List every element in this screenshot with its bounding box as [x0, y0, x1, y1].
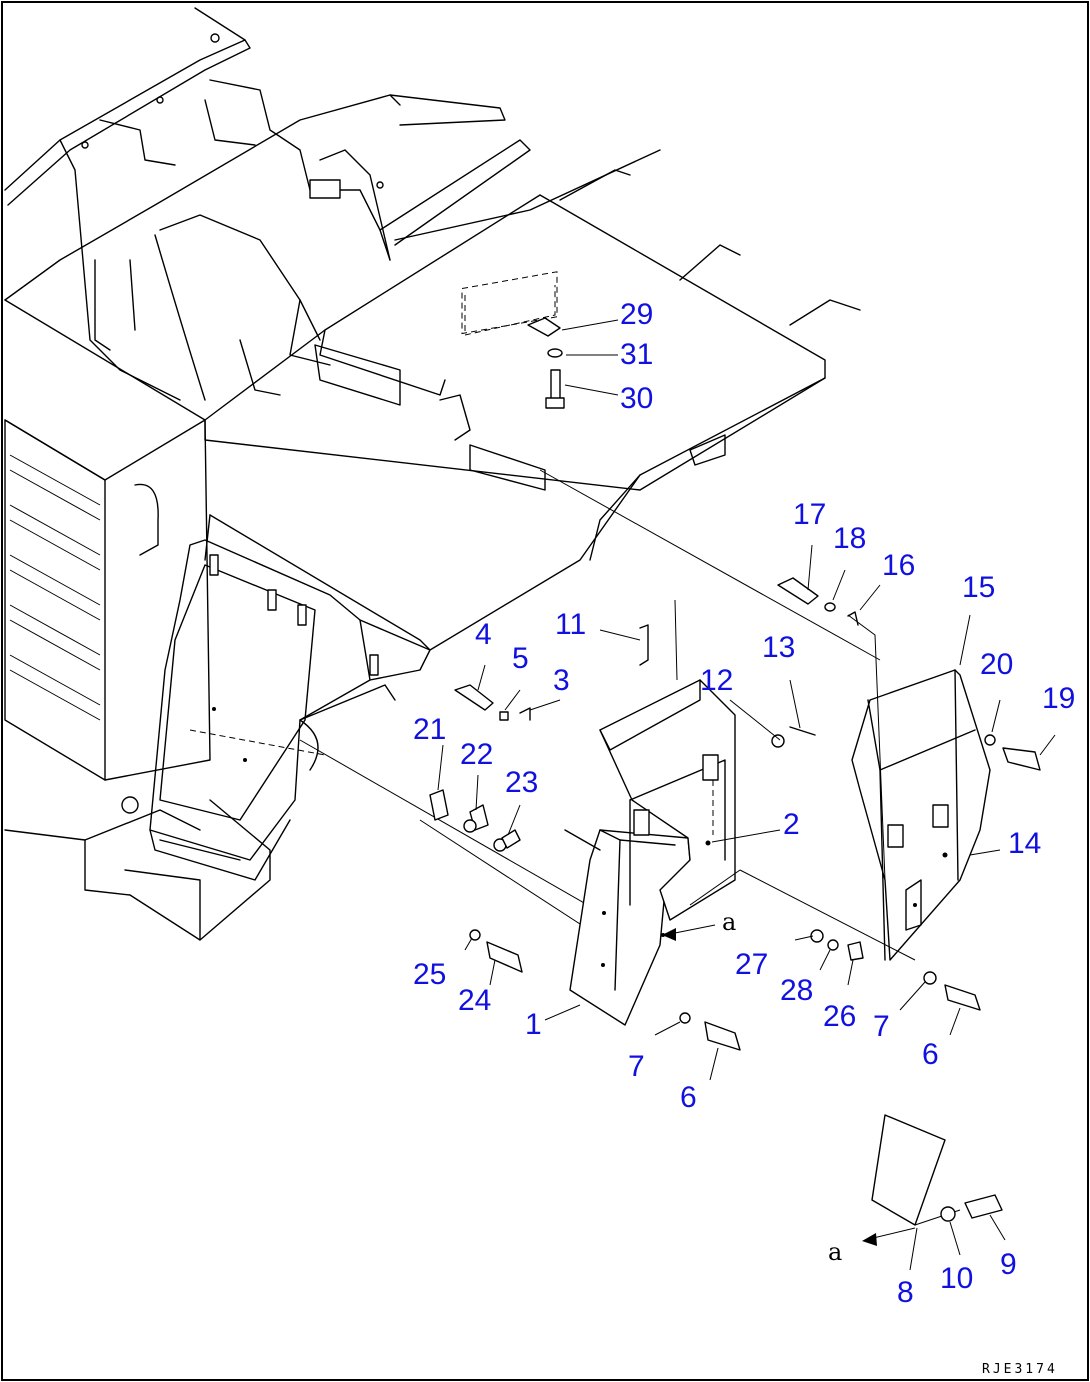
drawing-id: RJE3174: [982, 1362, 1058, 1377]
callout-14: 14: [1008, 827, 1042, 860]
bracket-8: [871, 1114, 946, 1226]
callout-22: 22: [460, 738, 494, 771]
deck-plate: [4, 194, 826, 651]
callout-30: 30: [620, 382, 654, 415]
callout-13: 13: [762, 631, 796, 664]
callout-5: 5: [512, 642, 529, 675]
callout-16: 16: [882, 549, 916, 582]
callout-7-left: 7: [628, 1050, 645, 1083]
callout-6-right: 6: [922, 1038, 939, 1071]
callout-29: 29: [620, 298, 654, 331]
callout-25: 25: [413, 958, 447, 991]
leader-lines: [437, 319, 1056, 1271]
assembly-line-5: [739, 869, 916, 961]
callout-21: 21: [413, 713, 447, 746]
callout-8: 8: [897, 1276, 914, 1309]
plate-guide-11: [674, 599, 678, 681]
cover-center: [564, 679, 736, 921]
fasteners: [429, 317, 1041, 1222]
callout-23: 23: [505, 766, 539, 799]
rear-frame: [4, 7, 861, 401]
seal-strip-11: [639, 624, 649, 666]
callout-3: 3: [553, 664, 570, 697]
callout-24: 24: [458, 984, 492, 1017]
callout-31: 31: [620, 338, 654, 371]
view-mark-a-lower: a: [828, 1238, 843, 1266]
assembly-line-3: [539, 469, 881, 661]
view-mark-a-upper: a: [722, 908, 737, 936]
frame-block: [309, 179, 341, 199]
callout-15: 15: [962, 571, 996, 604]
callout-19: 19: [1042, 682, 1076, 715]
callout-10: 10: [940, 1262, 974, 1295]
callout-4: 4: [475, 618, 492, 651]
callout-28: 28: [780, 974, 814, 1007]
callout-27: 27: [735, 948, 769, 981]
callout-9: 9: [1000, 1248, 1017, 1281]
callout-2: 2: [783, 808, 800, 841]
callout-12: 12: [700, 664, 734, 697]
callout-1: 1: [525, 1008, 542, 1041]
callout-17: 17: [793, 498, 827, 531]
assembly-line-6: [689, 869, 741, 906]
callout-18: 18: [833, 522, 867, 555]
air-duct: [149, 539, 431, 881]
radiator-guard: [4, 419, 271, 941]
cover-right: [851, 669, 991, 961]
callout-26: 26: [823, 1000, 857, 1033]
callout-20: 20: [980, 648, 1014, 681]
cover-left: [569, 829, 691, 1026]
callout-6-left: 6: [680, 1081, 697, 1114]
callout-7-right: 7: [873, 1010, 890, 1043]
callout-11: 11: [555, 608, 587, 641]
